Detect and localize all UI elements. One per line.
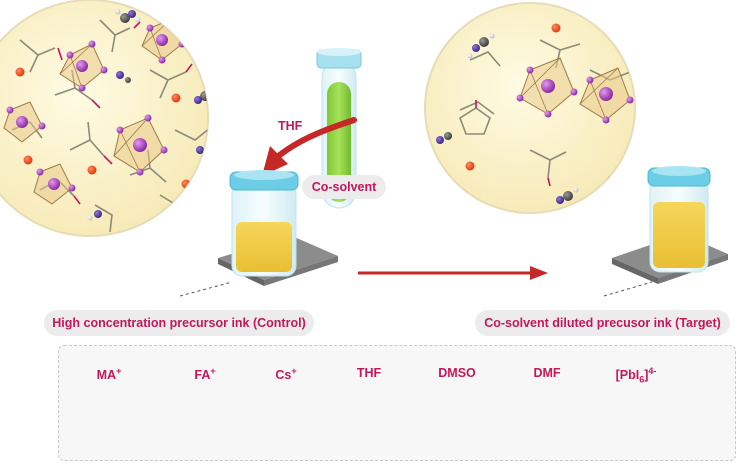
target-ink-label: Co-solvent diluted precusor ink (Target) bbox=[475, 310, 730, 336]
target-solution-magnified-view bbox=[424, 2, 636, 214]
control-leader-line bbox=[179, 281, 233, 297]
cs-label: Cs+ bbox=[275, 366, 297, 383]
process-arrow bbox=[358, 266, 548, 280]
thf-pour-arrow bbox=[262, 117, 357, 176]
species-legend bbox=[58, 345, 736, 461]
solvent-molecules-target bbox=[459, 39, 631, 179]
dmf-label: DMF bbox=[533, 366, 561, 380]
target-vial bbox=[612, 166, 728, 284]
fa-label: FA+ bbox=[194, 366, 216, 383]
ma-label: MA+ bbox=[96, 366, 122, 383]
control-solution-magnified-view bbox=[0, 0, 209, 237]
dmso-label: DMSO bbox=[438, 366, 476, 380]
cesium-ions bbox=[15, 67, 191, 189]
target-leader-line bbox=[603, 281, 653, 297]
cosolvent-test-tube bbox=[316, 48, 362, 209]
thf-label: THF bbox=[278, 119, 303, 133]
organic-cations-target bbox=[436, 33, 579, 209]
pbi6-octahedra-target bbox=[516, 57, 634, 124]
control-ink-label: High concentration precursor ink (Contro… bbox=[44, 310, 314, 336]
thf-legend-label: THF bbox=[356, 366, 382, 380]
cosolvent-label: Co-solvent bbox=[302, 175, 386, 199]
pbi6-label: [PbI6]4- bbox=[615, 366, 657, 385]
control-vial bbox=[218, 170, 338, 286]
